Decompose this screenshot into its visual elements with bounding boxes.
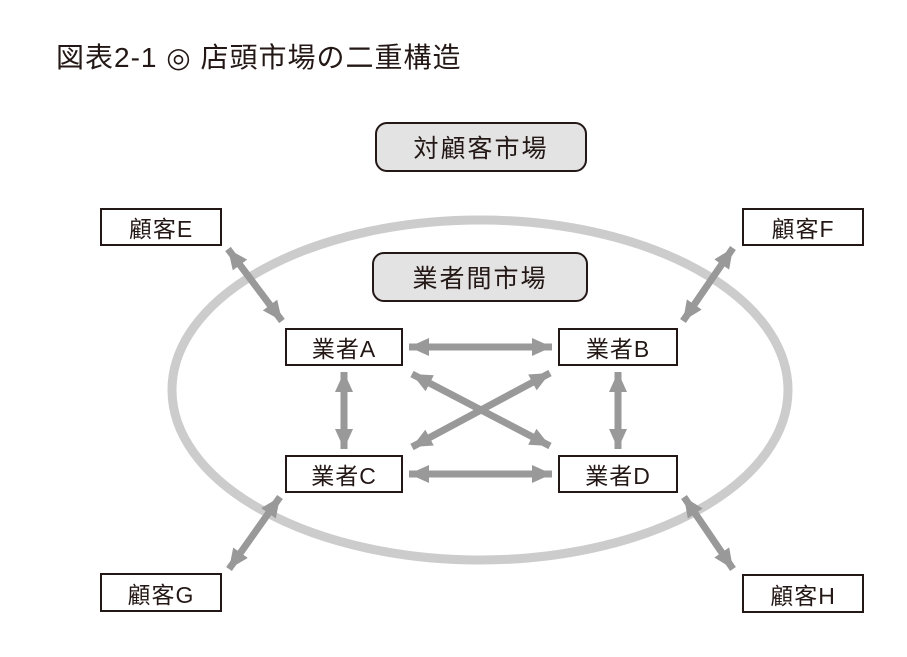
interdealer-market-label: 業者間市場: [412, 265, 548, 293]
customer-market-label-box: 対顧客市場: [375, 122, 587, 172]
dealer-d-label: 業者D: [585, 463, 651, 489]
customer-f-box: 顧客F: [742, 208, 864, 246]
dealer-a-box: 業者A: [285, 328, 403, 366]
customer-h-label: 顧客H: [770, 582, 836, 609]
customer-e-box: 顧客E: [100, 208, 222, 246]
dealer-b-box: 業者B: [558, 328, 678, 366]
customer-market-label: 対顧客市場: [413, 135, 549, 163]
arrow-customer-h-dealer-d: [681, 495, 736, 571]
customer-g-label: 顧客G: [127, 581, 195, 608]
interdealer-market-label-box: 業者間市場: [372, 252, 588, 302]
customer-g-box: 顧客G: [100, 573, 222, 612]
dealer-d-box: 業者D: [558, 455, 678, 493]
customer-f-label: 顧客F: [771, 216, 835, 242]
arrow-dealer-c-dealer-b: [410, 369, 552, 451]
dealer-a-label: 業者A: [311, 336, 377, 362]
figure-title: 図表2-1 ◎ 店頭市場の二重構造: [56, 42, 462, 73]
dealer-c-label: 業者C: [311, 463, 377, 489]
dealer-c-box: 業者C: [285, 455, 403, 493]
arrow-customer-e-dealer-a: [225, 246, 285, 324]
customer-e-label: 顧客E: [128, 216, 194, 242]
arrow-customer-f-dealer-b: [680, 246, 736, 323]
arrow-group: [225, 246, 736, 572]
dealer-b-label: 業者B: [585, 336, 651, 362]
arrow-customer-g-dealer-c: [226, 494, 283, 572]
interdealer-market-ellipse: [167, 215, 793, 565]
customer-h-box: 顧客H: [742, 574, 864, 613]
